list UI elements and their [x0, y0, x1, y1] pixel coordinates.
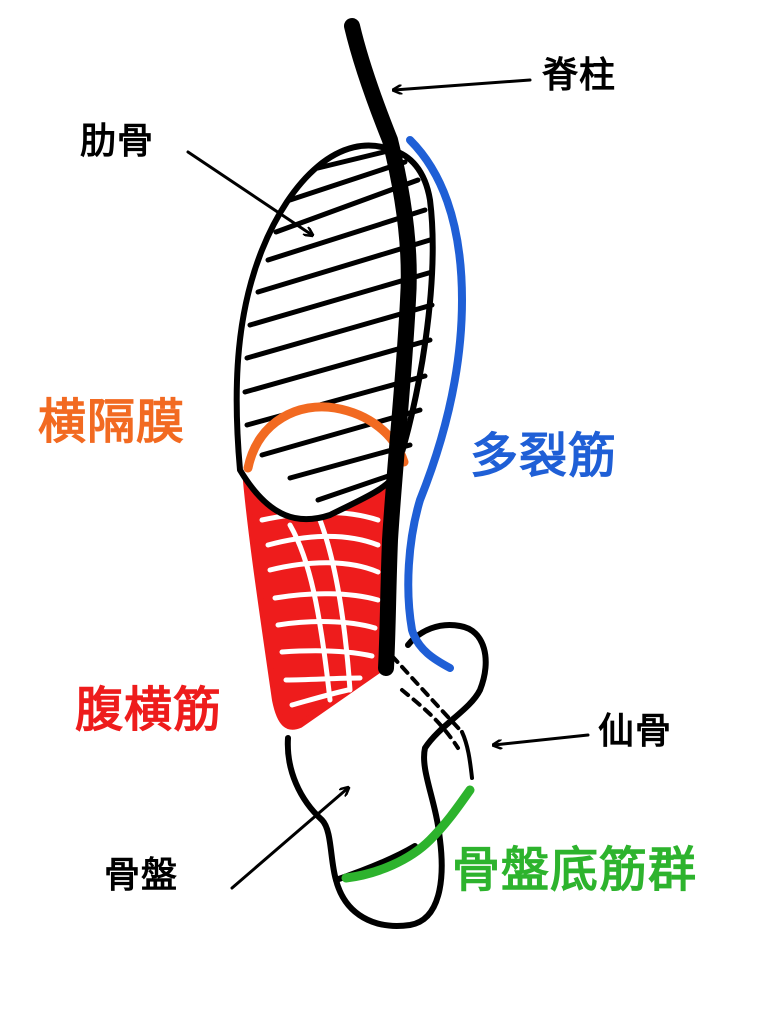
ribs-arrow — [186, 150, 312, 235]
diaphragm-arc — [243, 402, 409, 473]
spine — [344, 18, 417, 676]
pelvic-floor-label: 骨盤底筋群 — [452, 842, 698, 898]
label-arrows — [186, 78, 590, 890]
spine-arrow — [394, 78, 532, 90]
multifidus-label: 多裂筋 — [470, 428, 618, 484]
transversus-abdominis-muscle — [242, 467, 391, 730]
pelvis-arrow — [230, 788, 348, 890]
spine-label: 脊柱 — [542, 55, 617, 96]
ribs-label: 肋骨 — [80, 121, 155, 162]
pelvis-label: 骨盤 — [104, 855, 179, 896]
sacrum-label: 仙骨 — [598, 711, 673, 752]
sacrum-arrow — [494, 733, 590, 745]
multifidus-muscle — [404, 136, 467, 672]
diaphragm-label: 横隔膜 — [38, 394, 186, 450]
pelvic-floor-muscle — [341, 785, 475, 883]
transversus-abdominis-label: 腹横筋 — [75, 682, 223, 738]
sacrum — [390, 654, 474, 780]
